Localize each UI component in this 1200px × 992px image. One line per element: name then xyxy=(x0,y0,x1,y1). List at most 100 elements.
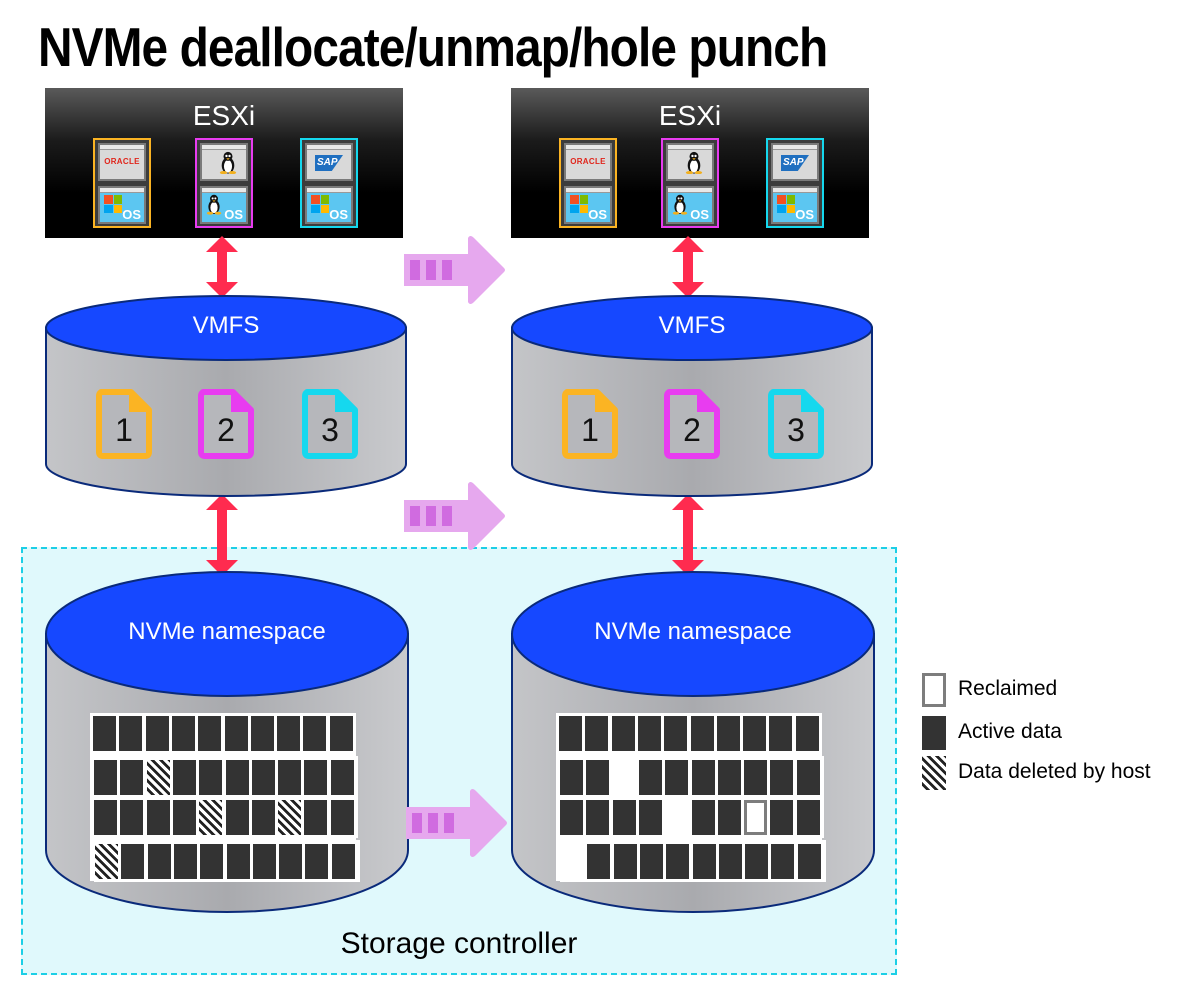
cylinder-label: NVMe namespace xyxy=(594,618,792,645)
active-data-block xyxy=(743,716,767,751)
active-data-block xyxy=(279,844,303,879)
window-titlebar xyxy=(100,145,144,150)
active-data-block xyxy=(769,716,793,751)
active-data-block xyxy=(331,844,355,879)
active-data-block xyxy=(637,716,661,751)
windows-logo-icon xyxy=(311,195,329,213)
virtual-machine: OS xyxy=(661,138,719,228)
vmfs-namespace-arrow xyxy=(672,494,704,576)
active-data-block xyxy=(770,800,794,835)
oracle-logo-icon: ORACLE xyxy=(104,157,140,166)
active-data-block xyxy=(225,800,249,835)
active-data-block xyxy=(277,716,301,751)
active-data-block xyxy=(665,760,689,795)
virtual-machine: SAP OS xyxy=(766,138,824,228)
os-label: OS xyxy=(224,207,243,222)
active-data-block xyxy=(94,760,117,795)
active-data-block xyxy=(330,760,354,795)
active-data-block xyxy=(586,760,610,795)
transition-arrow-icon xyxy=(404,482,505,550)
active-data-block xyxy=(252,844,276,879)
document-icon xyxy=(96,389,152,459)
active-data-block xyxy=(171,716,195,751)
deleted-data-block xyxy=(146,760,170,795)
os-label: OS xyxy=(795,207,814,222)
app-window xyxy=(666,143,714,181)
active-data-block xyxy=(613,844,637,879)
active-data-block xyxy=(173,844,197,879)
oracle-logo-icon: ORACLE xyxy=(570,157,606,166)
file-number: 2 xyxy=(217,412,235,448)
vmfs-datastore: VMFS 1 2 3 xyxy=(45,295,407,497)
os-label: OS xyxy=(588,207,607,222)
reclaimed-block xyxy=(561,844,584,879)
windows-logo-square xyxy=(104,204,113,213)
reclaimed-block xyxy=(744,800,768,835)
active-data-block xyxy=(585,716,609,751)
active-data-block xyxy=(120,760,144,795)
sap-logo-icon: SAP xyxy=(781,155,809,171)
window-titlebar xyxy=(566,145,610,150)
nvme-namespace: NVMe namespace xyxy=(45,571,409,913)
active-data-block xyxy=(225,760,249,795)
windows-logo-square xyxy=(311,195,320,204)
active-data-block xyxy=(639,844,663,879)
active-data-block xyxy=(200,844,224,879)
active-data-block xyxy=(303,716,327,751)
windows-logo-icon xyxy=(570,195,588,213)
active-data-block xyxy=(251,760,275,795)
active-data-block xyxy=(330,800,354,835)
active-data-block xyxy=(612,800,636,835)
file-icon: 3 xyxy=(301,388,359,460)
os-window: OS xyxy=(98,186,146,224)
active-data-block xyxy=(796,760,820,795)
active-data-block xyxy=(305,844,329,879)
active-data-block xyxy=(198,716,222,751)
windows-logo-square xyxy=(579,204,588,213)
active-data-block xyxy=(638,800,662,835)
file-number: 2 xyxy=(683,412,701,448)
file-number: 1 xyxy=(581,412,599,448)
active-data-block xyxy=(586,800,610,835)
document-icon xyxy=(198,389,254,459)
app-window: ORACLE xyxy=(98,143,146,181)
file-icon: 2 xyxy=(197,388,255,460)
esxi-label: ESXi xyxy=(658,100,722,131)
legend-label: Active data xyxy=(958,720,1062,743)
windows-logo-square xyxy=(786,204,795,213)
active-data-block xyxy=(304,800,328,835)
active-data-block xyxy=(146,800,170,835)
active-data-block xyxy=(250,716,274,751)
sap-logo-icon: SAP xyxy=(315,155,343,171)
active-data-block xyxy=(121,844,145,879)
legend-label: Data deleted by host xyxy=(958,760,1151,783)
file-number: 1 xyxy=(115,412,133,448)
active-data-block xyxy=(93,716,116,751)
transition-arrow-icon xyxy=(404,236,505,304)
active-data-block xyxy=(119,716,143,751)
active-data-block xyxy=(745,844,769,879)
deleted-data-block xyxy=(95,844,118,879)
bidirectional-arrow-icon xyxy=(206,494,238,576)
windows-logo-square xyxy=(113,195,122,204)
windows-logo-square xyxy=(113,204,122,213)
document-icon xyxy=(664,389,720,459)
window-titlebar xyxy=(307,188,351,193)
reclaimed-block xyxy=(612,760,636,795)
os-window: OS xyxy=(200,186,248,224)
app-window: ORACLE xyxy=(564,143,612,181)
file-icon: 3 xyxy=(767,388,825,460)
active-swatch-icon xyxy=(922,716,946,750)
active-data-block xyxy=(147,844,171,879)
window-titlebar xyxy=(100,188,144,193)
os-window: OS xyxy=(305,186,353,224)
active-data-block xyxy=(226,844,250,879)
active-data-block xyxy=(690,716,714,751)
windows-logo-icon xyxy=(104,195,122,213)
block-grid xyxy=(90,713,360,882)
storage-controller-label: Storage controller xyxy=(340,927,578,960)
active-data-block xyxy=(718,844,742,879)
file-icon: 2 xyxy=(663,388,721,460)
active-data-block xyxy=(795,716,819,751)
